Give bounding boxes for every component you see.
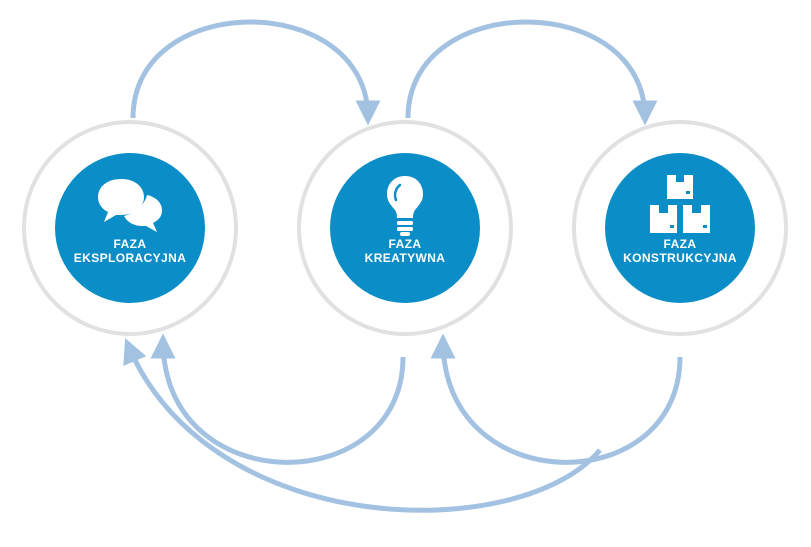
arrow-creative-to-construction — [405, 19, 658, 126]
node-exploration-phase: FAZA EKSPLORACYJNA — [55, 153, 205, 303]
speech-bubbles-icon — [98, 179, 162, 232]
node-creative-phase: FAZA KREATYWNA — [330, 153, 480, 303]
arrow-creative-to-exploration — [150, 333, 406, 465]
node-label-line2: KREATYWNA — [364, 251, 446, 265]
node-label-line1: FAZA — [388, 237, 422, 251]
arrow-construction-to-exploration — [123, 338, 602, 513]
arrow-exploration-to-creative — [130, 19, 381, 126]
node-label-line1: FAZA — [663, 237, 697, 251]
node-label-line2: KONSTRUKCYJNA — [623, 251, 737, 265]
boxes-icon — [650, 175, 710, 233]
node-label-line1: FAZA — [113, 237, 147, 251]
node-construction-phase: FAZA KONSTRUKCYJNA — [605, 153, 755, 303]
node-label-line2: EKSPLORACYJNA — [73, 251, 187, 265]
arrow-construction-to-creative — [430, 333, 683, 465]
lightbulb-icon — [387, 176, 423, 236]
